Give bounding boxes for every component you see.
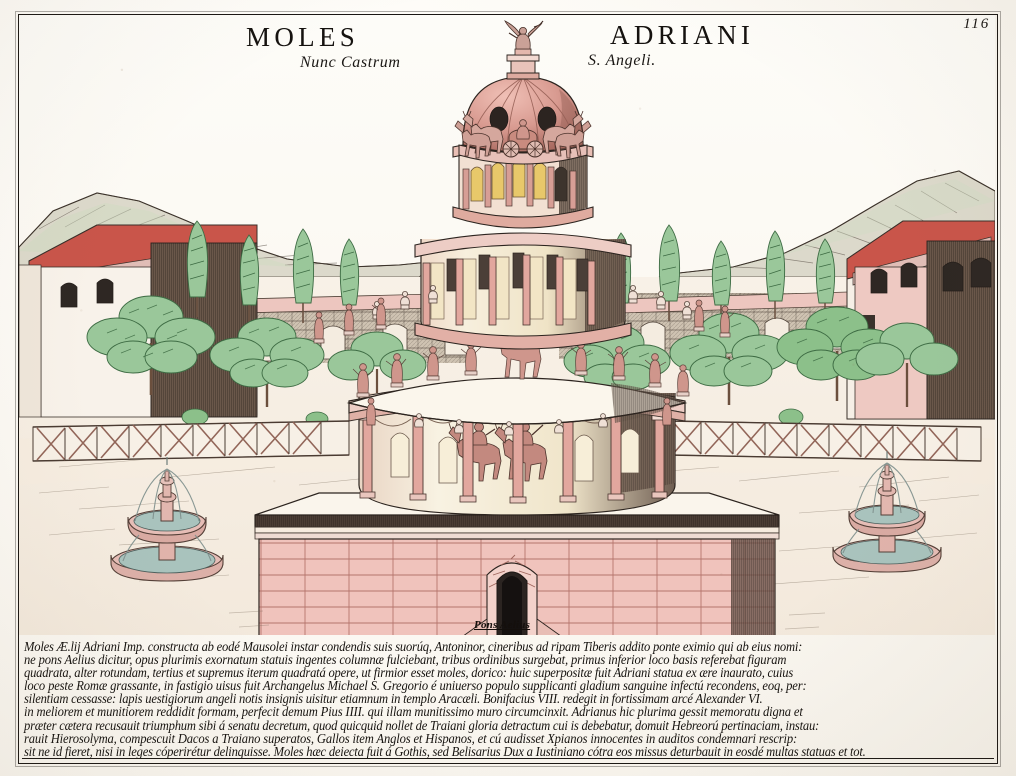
scene-svg	[19, 15, 995, 635]
tiered-fountain-left	[110, 457, 224, 582]
latin-caption-block: Moles Æ.lij Adriani Imp. constructa ab e…	[24, 639, 992, 760]
fountain-water-jets	[122, 468, 212, 562]
page-title-right: ADRIANI	[610, 20, 755, 50]
caption-line: silentiam cessasse: lapis uestigiorum an…	[24, 691, 763, 707]
terrace-rim-urns	[414, 413, 608, 436]
page-subtitle-right: S. Angeli.	[588, 52, 656, 69]
caption-line: præter cætera recusauit triumphum sibi á…	[24, 718, 820, 733]
caption-line: Moles Æ.lij Adriani Imp. constructa ab e…	[24, 639, 803, 655]
caption-line: ne pons Aelius dicitur, opus plurimis ex…	[24, 652, 787, 668]
pons-aelius-label: Pons Aelius	[474, 619, 531, 631]
statue-terrace	[346, 323, 690, 425]
tiered-fountain-right	[832, 451, 942, 573]
mausoleum-of-hadrian	[254, 20, 780, 635]
archangel-michael-statue	[504, 20, 544, 50]
plate-border-frame	[15, 11, 1001, 767]
caption-line: quadrata, alter rotundam, tertius et sup…	[24, 665, 794, 681]
background-building-right	[846, 220, 995, 420]
drum-terrace-statues	[366, 397, 672, 426]
chariot-wheels	[502, 119, 544, 158]
caption-line: rauit Hierosolyma, compescuit Dacos a Tr…	[24, 731, 798, 747]
lattice-balustrade-fence	[32, 420, 982, 462]
engraved-scene	[19, 15, 995, 635]
page-title-left: MOLES	[246, 22, 360, 52]
page-subtitle-left: Nunc Castrum	[300, 54, 401, 71]
lantern-drum	[452, 138, 594, 229]
caption-line: sit ne id fieret, nisi in leges cóperiré…	[24, 744, 866, 760]
caption-bottom-rule	[22, 758, 994, 759]
ground-terrace-figures	[313, 297, 735, 344]
lantern-and-crowning-statue	[504, 20, 544, 80]
quadriga-chariot-group	[454, 110, 592, 165]
caption-line: loco peste Romæ grassante, in fastigio u…	[24, 678, 807, 694]
upper-terrace-urn-ring	[372, 285, 692, 320]
upper-colonnaded-drum	[414, 232, 632, 350]
foreground-shading	[228, 610, 826, 630]
caption-line: in meliorem et munitiorem reddidit forma…	[24, 705, 803, 720]
folio-number: 116	[963, 16, 990, 32]
